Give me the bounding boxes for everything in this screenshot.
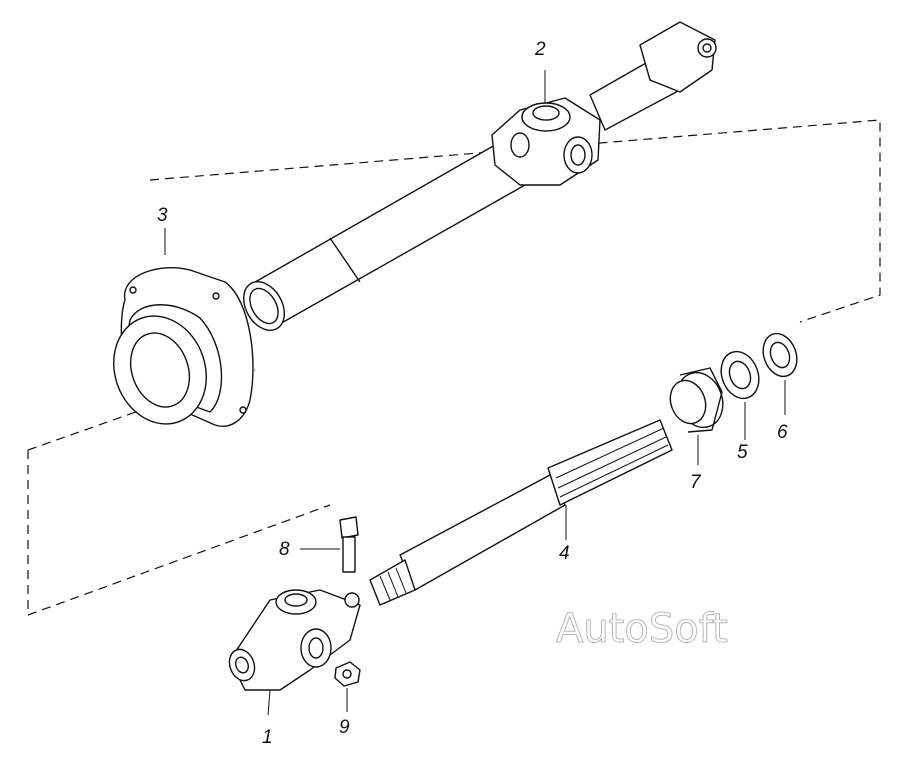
assembly-boundary-dashed	[27, 450, 331, 616]
splined-shaft-body	[399, 474, 566, 591]
callout-7: 7	[690, 472, 701, 493]
bolt	[300, 516, 359, 573]
spline-section	[547, 419, 673, 506]
callout-1: 1	[262, 727, 273, 748]
bolt-head	[339, 516, 359, 539]
knurled-sleeve	[669, 367, 724, 465]
upper-yoke-end	[639, 21, 716, 93]
splined-shaft	[369, 419, 673, 606]
bolt-shank	[342, 536, 356, 573]
watermark: AutoSoft	[556, 606, 729, 653]
seal-ring	[720, 350, 760, 440]
callout-6: 6	[777, 422, 788, 443]
lower-u-joint	[228, 589, 361, 716]
callout-4: 4	[559, 543, 570, 564]
callout-2: 2	[535, 39, 546, 60]
callout-9: 9	[339, 717, 350, 738]
nut	[334, 661, 361, 712]
lock-washer	[762, 332, 798, 415]
callout-8: 8	[279, 539, 290, 560]
upper-shaft-tube	[249, 144, 526, 326]
callout-3: 3	[157, 205, 168, 226]
flanged-housing	[113, 228, 254, 427]
callout-5: 5	[737, 442, 748, 463]
upper-shaft-assembly	[243, 21, 717, 331]
